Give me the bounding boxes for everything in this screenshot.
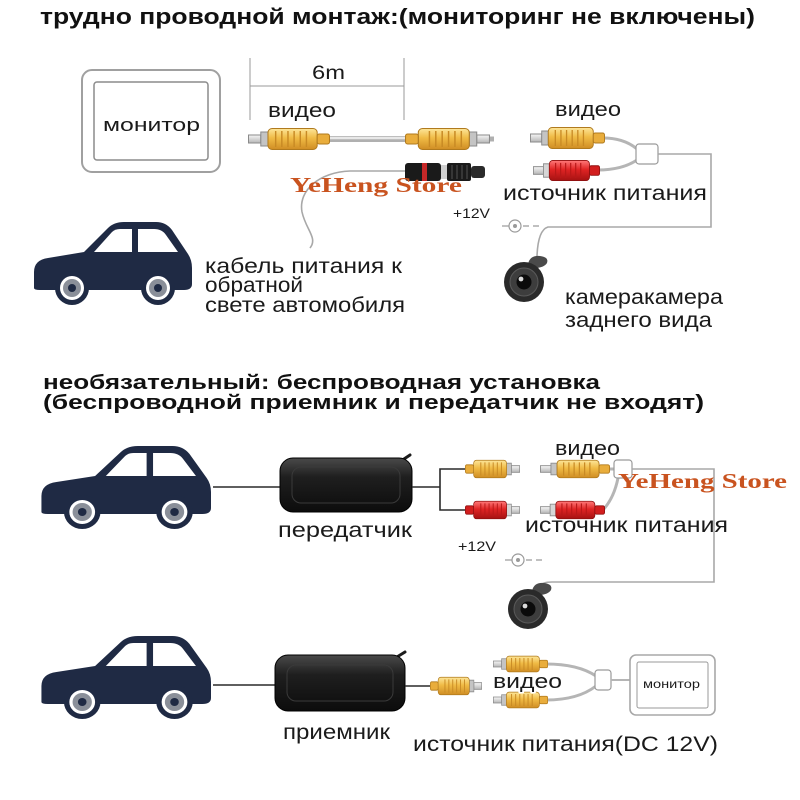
camera-video-label: видео bbox=[555, 99, 621, 121]
watermark: YeHeng Store bbox=[618, 469, 787, 493]
monitor-screen bbox=[93, 81, 209, 161]
car-cable-label-line2: обратной bbox=[205, 274, 303, 297]
rca-connector-icon bbox=[530, 126, 605, 150]
rca-connector-icon bbox=[493, 655, 548, 673]
car-cable-label-line3: свете автомобиля bbox=[205, 294, 405, 317]
monitor-label: монитор bbox=[643, 677, 700, 691]
cable-length-label: 6m bbox=[312, 63, 345, 84]
car-cable-label-line1: кабель питания к bbox=[205, 255, 403, 278]
junction-box-icon bbox=[635, 143, 659, 165]
extension-cable bbox=[248, 127, 494, 151]
camera-video-label: видео bbox=[555, 438, 620, 460]
rca-connector-icon bbox=[248, 127, 330, 151]
wireless-module-icon bbox=[279, 453, 413, 513]
camera-video-lead bbox=[602, 136, 638, 151]
rear-camera-icon bbox=[503, 255, 548, 303]
section2-title-line2: (беспроводной приемник и передатчик не в… bbox=[43, 392, 704, 414]
section1-title: трудно проводной монтаж:(мониторинг не в… bbox=[40, 4, 755, 29]
monitor-label: монитор bbox=[103, 115, 200, 135]
receiver-label: приемник bbox=[283, 721, 391, 744]
rear-camera-icon bbox=[507, 582, 552, 630]
camera-power-lead bbox=[601, 477, 620, 512]
power-connector-stripe bbox=[422, 163, 427, 181]
power-connector-grip bbox=[447, 163, 471, 181]
power-source-label: источник питания(DC 12V) bbox=[413, 733, 718, 756]
power-plug-icon bbox=[502, 219, 539, 233]
camera-cable bbox=[536, 153, 712, 257]
power-plug-icon bbox=[505, 553, 542, 567]
watermark: YeHeng Store bbox=[290, 173, 462, 197]
power-source-label: источник питания bbox=[525, 514, 728, 537]
power-connector-tip bbox=[471, 166, 485, 178]
plug-pin bbox=[513, 224, 517, 228]
camera-power-lead bbox=[597, 158, 638, 172]
car-icon bbox=[41, 636, 211, 719]
monitor-icon: монитор bbox=[629, 654, 716, 716]
camera-label-line1: камеракамера bbox=[565, 286, 723, 309]
voltage-label: +12V bbox=[453, 205, 491, 221]
power-connector-collar bbox=[441, 165, 447, 179]
rca-connector-icon bbox=[540, 459, 610, 479]
rca-connector-icon bbox=[533, 159, 600, 182]
car-icon bbox=[34, 222, 192, 305]
junction-box-icon bbox=[594, 669, 612, 691]
monitor-video-label: видео bbox=[493, 671, 562, 693]
car-icon bbox=[41, 446, 211, 529]
voltage-label: +12V bbox=[458, 538, 497, 554]
camera-label-line2: заднего вида bbox=[565, 309, 712, 332]
power-connector-icon bbox=[405, 163, 485, 181]
monitor-screen bbox=[636, 661, 709, 709]
rca-connector-icon bbox=[405, 127, 490, 151]
monitor-icon: монитор bbox=[81, 69, 221, 173]
wireless-module-icon bbox=[274, 650, 407, 712]
video-label: видео bbox=[268, 100, 336, 122]
transmitter-output-wires bbox=[412, 468, 466, 511]
transmitter-panel bbox=[291, 466, 401, 504]
rca-connector-icon bbox=[493, 691, 548, 709]
monitor-harness bbox=[493, 655, 630, 709]
power-connector-ribs bbox=[451, 165, 468, 179]
rca-connector-icon bbox=[430, 676, 482, 696]
monitor-power-lead bbox=[545, 684, 597, 702]
section2-title-line1: необязательный: беспроводная установка bbox=[43, 372, 601, 394]
receiver-panel bbox=[286, 664, 394, 702]
power-source-label: источник питания bbox=[503, 182, 707, 205]
transmitter-label: передатчик bbox=[278, 519, 413, 542]
transmitter-case bbox=[279, 457, 413, 513]
reverse-light-power-wire bbox=[300, 170, 405, 249]
monitor-video-lead bbox=[545, 662, 597, 678]
camera-harness bbox=[530, 126, 712, 257]
cable-length-dimension: 6m bbox=[249, 58, 405, 120]
rca-connector-icon bbox=[465, 500, 520, 520]
rca-connector-icon bbox=[465, 459, 520, 479]
plug-pin bbox=[516, 558, 520, 562]
receiver-case bbox=[274, 654, 406, 712]
